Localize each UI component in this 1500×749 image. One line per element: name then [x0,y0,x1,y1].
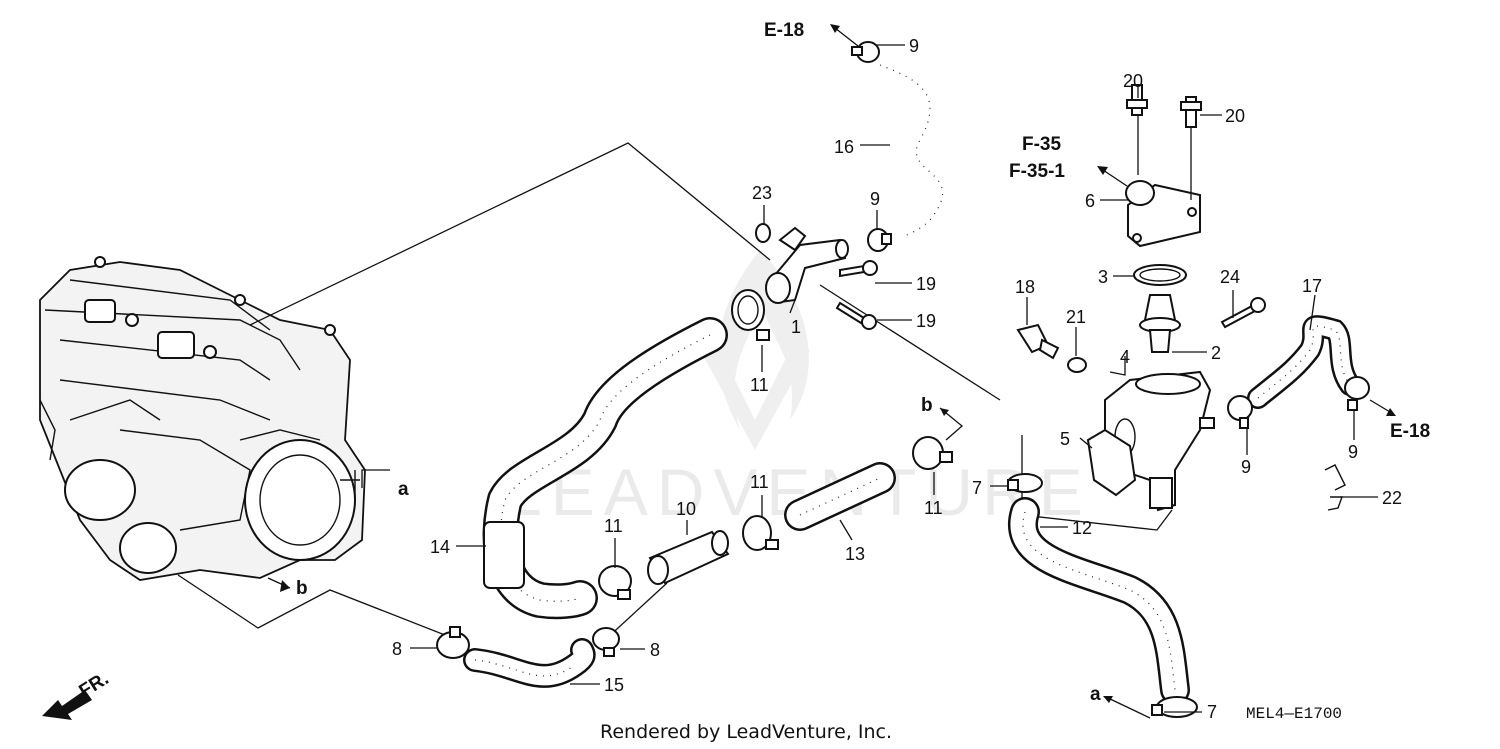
ref-b-hose: b [921,395,933,416]
callout-9: 9 [1241,457,1251,477]
ref-f35-1: F-35-1 [1009,161,1065,182]
washer-21 [1067,357,1087,373]
ref-f35: F-35 [1022,134,1062,155]
callout-18: 18 [1015,277,1035,297]
thermostat-cover-6 [1125,84,1202,248]
callout-9: 9 [909,36,919,56]
callout-6: 6 [1085,191,1095,211]
clip-22 [1324,464,1346,511]
front-direction-indicator: FR. [42,668,113,720]
callout-12: 12 [1072,518,1092,538]
ref-a-engine: a [398,479,409,500]
reference-arrows [267,24,1396,719]
callout-5: 5 [1060,429,1070,449]
callout-8: 8 [650,640,660,660]
callout-8: 8 [392,639,402,659]
callout-9: 9 [1348,442,1358,462]
diagram-code: MEL4—E1700 [1246,705,1342,723]
hose-12 [1008,497,1190,705]
callout-numbers: 9 16 23 9 19 19 1 11 20 20 6 3 18 21 24 … [392,36,1402,722]
pipe-joint-1 [765,226,849,304]
thermostat-2 [1139,294,1181,353]
clamp-7-top [1007,473,1043,493]
leader-pipe-to-housing [819,284,1001,401]
callout-15: 15 [604,675,624,695]
callout-7: 7 [972,478,982,498]
hose-15 [463,638,596,688]
clamp-11-pipe [731,289,770,341]
callout-23: 23 [752,183,772,203]
o-ring-23 [755,223,771,243]
clamp-8-right [592,627,620,657]
ref-a-bottom: a [1090,684,1101,705]
callout-19: 19 [916,274,936,294]
ref-e18-top: E-18 [764,20,804,41]
footer-credit: Rendered by LeadVenture, Inc. [600,721,892,743]
callout-7: 7 [1207,702,1217,722]
front-arrow-icon [42,690,92,720]
callout-3: 3 [1098,267,1108,287]
clamp-11-10 [598,565,632,600]
gasket-5 [1086,428,1137,497]
callout-21: 21 [1066,307,1086,327]
callout-14: 14 [430,537,450,557]
callout-1: 1 [791,317,801,337]
callout-20: 20 [1123,71,1143,91]
pipe-10 [647,530,730,585]
clamp-9-top [851,41,880,63]
callout-11: 11 [750,472,769,492]
hose-17 [1247,315,1361,409]
callout-4: 4 [1120,347,1130,367]
clamp-11-13 [742,515,779,551]
hose-clamps [436,41,1370,718]
callout-9: 9 [870,189,880,209]
clamp-9-left-17 [1227,395,1253,429]
bolt-24 [1220,297,1266,329]
callout-11: 11 [750,375,769,395]
callout-13: 13 [845,544,865,564]
o-ring-3 [1133,264,1187,286]
callout-19: 19 [916,311,936,331]
hose-14 [482,317,728,620]
bolt-19-lower [835,301,877,330]
hose-16 [869,54,953,249]
callout-leaders [410,44,1378,713]
clamp-8-left [436,626,470,659]
clamp-9-right-17 [1344,376,1370,411]
callout-20: 20 [1225,106,1245,126]
clamp-7-bottom [1151,696,1198,718]
callout-17: 17 [1302,276,1322,296]
ref-b-engine: b [296,578,308,599]
engine-assembly [39,256,366,581]
hose-13 [784,462,896,531]
callout-24: 24 [1220,267,1240,287]
watermark-v-icon [700,350,810,450]
clamp-9-mid [867,228,892,252]
callout-10: 10 [676,499,696,519]
clamp-11-b [912,436,953,470]
leader-engine-to-hose15 [177,574,451,638]
bolt-19-upper [839,260,878,278]
callout-16: 16 [834,137,854,157]
callout-11: 11 [924,498,943,518]
callout-2: 2 [1211,343,1221,363]
leader-engine-to-pipe [249,142,771,326]
sensor-18 [1016,323,1060,360]
callout-22: 22 [1382,488,1402,508]
reference-labels: E-18 F-35 F-35-1 E-18 a b b a [296,20,1430,705]
ref-e18-right: E-18 [1390,421,1430,442]
callout-11: 11 [604,516,623,536]
